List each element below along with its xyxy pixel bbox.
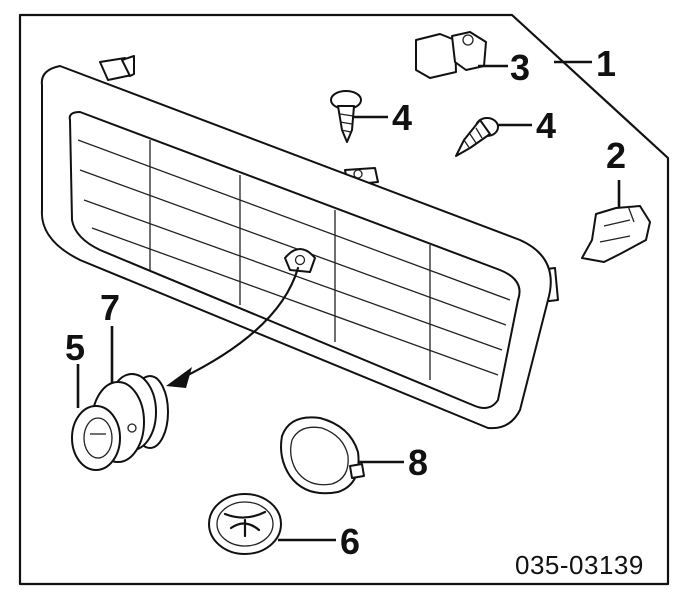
clip-part-3[interactable] bbox=[415, 31, 487, 79]
bracket-part-2[interactable] bbox=[581, 205, 651, 263]
callout-2: 2 bbox=[606, 135, 626, 176]
callout-8: 8 bbox=[408, 442, 428, 483]
assembly-arrowhead bbox=[166, 367, 192, 388]
assembly-arrow bbox=[180, 266, 300, 380]
callout-6: 6 bbox=[340, 521, 360, 562]
callout-5: 5 bbox=[65, 327, 85, 368]
retainer-part-8[interactable] bbox=[280, 416, 365, 495]
callout-4a: 4 bbox=[392, 97, 412, 138]
callout-3: 3 bbox=[510, 47, 530, 88]
callout-4b: 4 bbox=[536, 105, 556, 146]
grille-assembly[interactable] bbox=[40, 55, 559, 430]
ring-part-5[interactable] bbox=[71, 405, 121, 471]
screw-part-4a[interactable] bbox=[330, 90, 362, 143]
diagram-frame bbox=[18, 13, 670, 586]
callout-1: 1 bbox=[596, 43, 616, 84]
emblem-part-6[interactable] bbox=[208, 493, 282, 555]
screw-part-4b[interactable] bbox=[455, 117, 499, 157]
callout-7: 7 bbox=[100, 287, 120, 328]
part-code: 035-03139 bbox=[515, 550, 644, 580]
